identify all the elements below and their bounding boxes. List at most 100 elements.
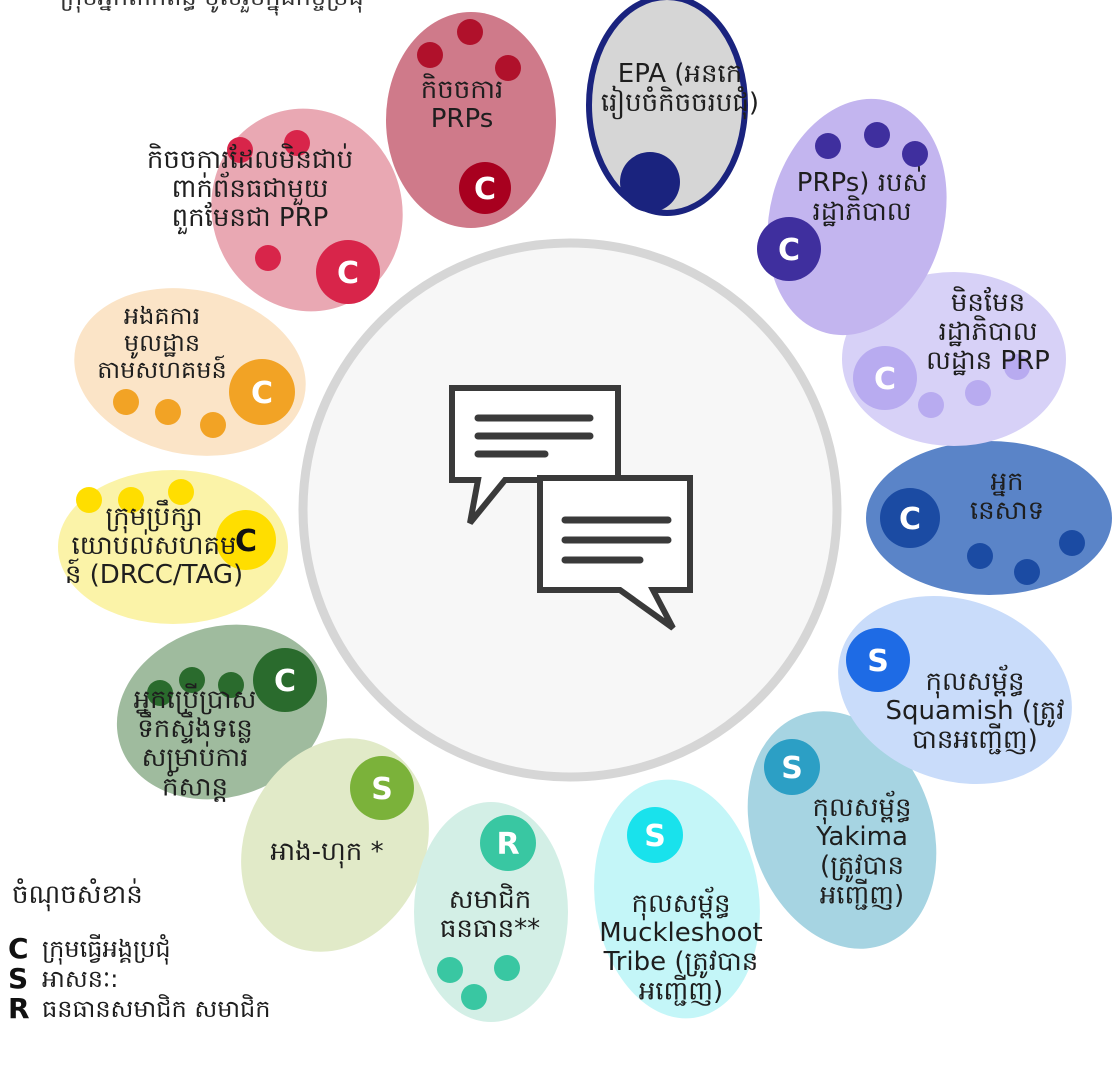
top-caption-clipped: ក្រុមអ្នកពាក់ព័ន្ធ ចូលរួមក្នុងកិច្ចប្រជុ…	[60, 0, 364, 17]
member-dot	[457, 19, 483, 45]
badge-non-prp-affairs	[316, 240, 380, 304]
group-label-gov-prps: PRPs) របស់រដ្ឋាភិបាល	[797, 166, 927, 227]
group-label-line: អ្នកប្រើប្រាស	[134, 683, 257, 715]
member-dot	[1004, 354, 1030, 380]
group-label-line: PRPs) របស់	[797, 166, 927, 198]
member-dot	[864, 122, 890, 148]
member-dot	[918, 392, 944, 418]
badge-yakima	[764, 739, 820, 795]
group-epa: EPA (អនកេរៀបចំកិចចរបជុំ)	[586, 0, 759, 216]
group-label-line: រៀបចំកិចចរបជុំ)	[601, 85, 759, 120]
group-label-river-users: អ្នកប្រើប្រាសទឹកស្ទឹងទន្លេសម្រាប់ការកំសា…	[134, 683, 257, 802]
badge-ang-hok	[350, 756, 414, 820]
group-label-non-gov-prp: មិនមែនរដ្ឋាភិបាលលដ្ឋាន PRP	[926, 286, 1050, 376]
group-label-line: EPA (អនកេ	[618, 59, 742, 89]
group-label-line: (ត្រូវបាន	[820, 851, 904, 883]
member-dot	[284, 130, 310, 156]
member-dot	[461, 984, 487, 1010]
group-label-line: តាមសហគមន៍	[97, 355, 227, 384]
group-label-line: កិចចការដែលមិនជាប់	[147, 143, 353, 175]
member-dot	[967, 543, 993, 569]
group-non-gov-prp: Cមិនមែនរដ្ឋាភិបាលលដ្ឋាន PRP	[842, 272, 1066, 446]
group-bubble-residents	[866, 441, 1112, 595]
group-resource-members: R សមាជិកធនធាន**	[414, 802, 568, 1022]
legend-row-s: S អាសនៈ:	[8, 964, 338, 994]
member-dot	[147, 680, 173, 706]
badge-letter-gov-prps: C	[778, 233, 800, 268]
badge-letter-community-council: C	[235, 524, 257, 559]
group-label-line: ទឹកស្ទឹងទន្លេ	[137, 711, 253, 744]
group-label-line: នេសាទ	[970, 496, 1044, 526]
member-dot	[255, 245, 281, 271]
member-dot	[494, 955, 520, 981]
group-label-line: Tribe (ត្រូវបាន	[603, 947, 759, 979]
group-label-line: អាង-ហុក *	[270, 837, 383, 869]
group-label-resource-members: សមាជិកធនធាន**	[440, 883, 540, 944]
badge-gov-prps	[757, 217, 821, 281]
group-label-line: ន៍ (DRCC/TAG)	[65, 558, 243, 590]
group-label-line: យោបល់សហគម	[71, 529, 236, 561]
badge-river-users	[253, 648, 317, 712]
group-label-line: មូលដ្ឋាន	[124, 329, 200, 359]
legend-desc-c: ក្រុមធ្វើអង្គប្រជុំ	[42, 935, 171, 963]
group-bubble-community-council	[58, 470, 288, 624]
group-label-line: លដ្ឋាន PRP	[926, 346, 1050, 376]
badge-epa	[620, 152, 680, 212]
badge-letter-resource-members: R	[496, 827, 519, 862]
badge-non-gov-prp	[853, 346, 917, 410]
group-label-line: សម្រាប់ការ	[142, 741, 249, 773]
group-label-line: បានអញ្ជើញ)	[912, 723, 1038, 755]
group-label-line: Yakima	[815, 822, 908, 852]
group-river-users: C អ្នកប្រើប្រាសទឹកស្ទឹងទន្លេសម្រាប់ការកំស…	[116, 624, 328, 802]
badge-muckleshoot	[627, 807, 683, 863]
badge-letter-prp-affairs: C	[474, 172, 496, 207]
group-label-line: សមាជិក	[449, 883, 532, 915]
group-label-line: កុលសម្ព័ន្ធ	[925, 664, 1024, 699]
badge-resource-members	[480, 815, 536, 871]
group-label-line: អ្នក	[990, 467, 1023, 497]
group-label-community-orgs: អងគការមូលដ្ឋានតាមសហគមន៍	[97, 302, 227, 384]
member-dot	[200, 412, 226, 438]
group-label-line: កុលសម្ព័ន្ធ	[812, 790, 911, 825]
group-label-ang-hok: អាង-ហុក *	[270, 837, 383, 869]
member-dot	[227, 137, 253, 163]
group-ang-hok: S អាង-ហុក *	[241, 738, 429, 952]
group-label-line: រដ្ឋាភិបាល	[938, 315, 1037, 347]
legend-desc-s: អាសនៈ:	[42, 965, 119, 993]
badge-letter-squamish: S	[867, 644, 889, 679]
member-dot	[179, 667, 205, 693]
group-label-line: អញ្ជើញ)	[639, 974, 723, 1006]
badge-residents	[880, 488, 940, 548]
member-dot	[495, 55, 521, 81]
group-label-line: មិនមែន	[951, 286, 1025, 318]
badge-letter-non-prp-affairs: C	[337, 256, 359, 291]
legend-row-r: R ធនធានសមាជិក សមាជិក	[8, 994, 338, 1024]
legend-key-c: C	[8, 932, 29, 965]
badge-letter-ang-hok: S	[371, 772, 393, 807]
legend-key-r: R	[8, 992, 30, 1025]
member-dot	[437, 957, 463, 983]
group-community-council: Cក្រុមប្រឹក្សាយោបល់សហគមន៍ (DRCC/TAG)	[58, 470, 288, 624]
group-label-line: កិចចការ	[421, 73, 504, 105]
chat-bubbles-icon	[449, 385, 693, 631]
member-dot	[76, 487, 102, 513]
member-dot	[155, 399, 181, 425]
member-dot	[113, 389, 139, 415]
group-label-line: អញ្ជើញ)	[820, 878, 904, 910]
group-label-residents: អ្នកនេសាទ	[970, 467, 1044, 526]
group-bubble-gov-prps	[767, 98, 947, 336]
group-label-line: កំសាន្ត	[162, 770, 228, 802]
member-dot	[417, 42, 443, 68]
group-label-line: កុលសម្ព័ន្ធ	[631, 886, 730, 921]
legend-row-c: C ក្រុមធ្វើអង្គប្រជុំ	[8, 934, 338, 964]
group-label-line: ពាក់ព័នធជាមួយ	[172, 171, 329, 206]
group-label-line: ពួកមែនជា PRP	[172, 201, 329, 235]
badge-letter-community-orgs: C	[251, 376, 273, 411]
group-label-community-council: ក្រុមប្រឹក្សាយោបល់សហគមន៍ (DRCC/TAG)	[65, 499, 243, 590]
member-dot	[965, 380, 991, 406]
badge-letter-river-users: C	[274, 664, 296, 699]
